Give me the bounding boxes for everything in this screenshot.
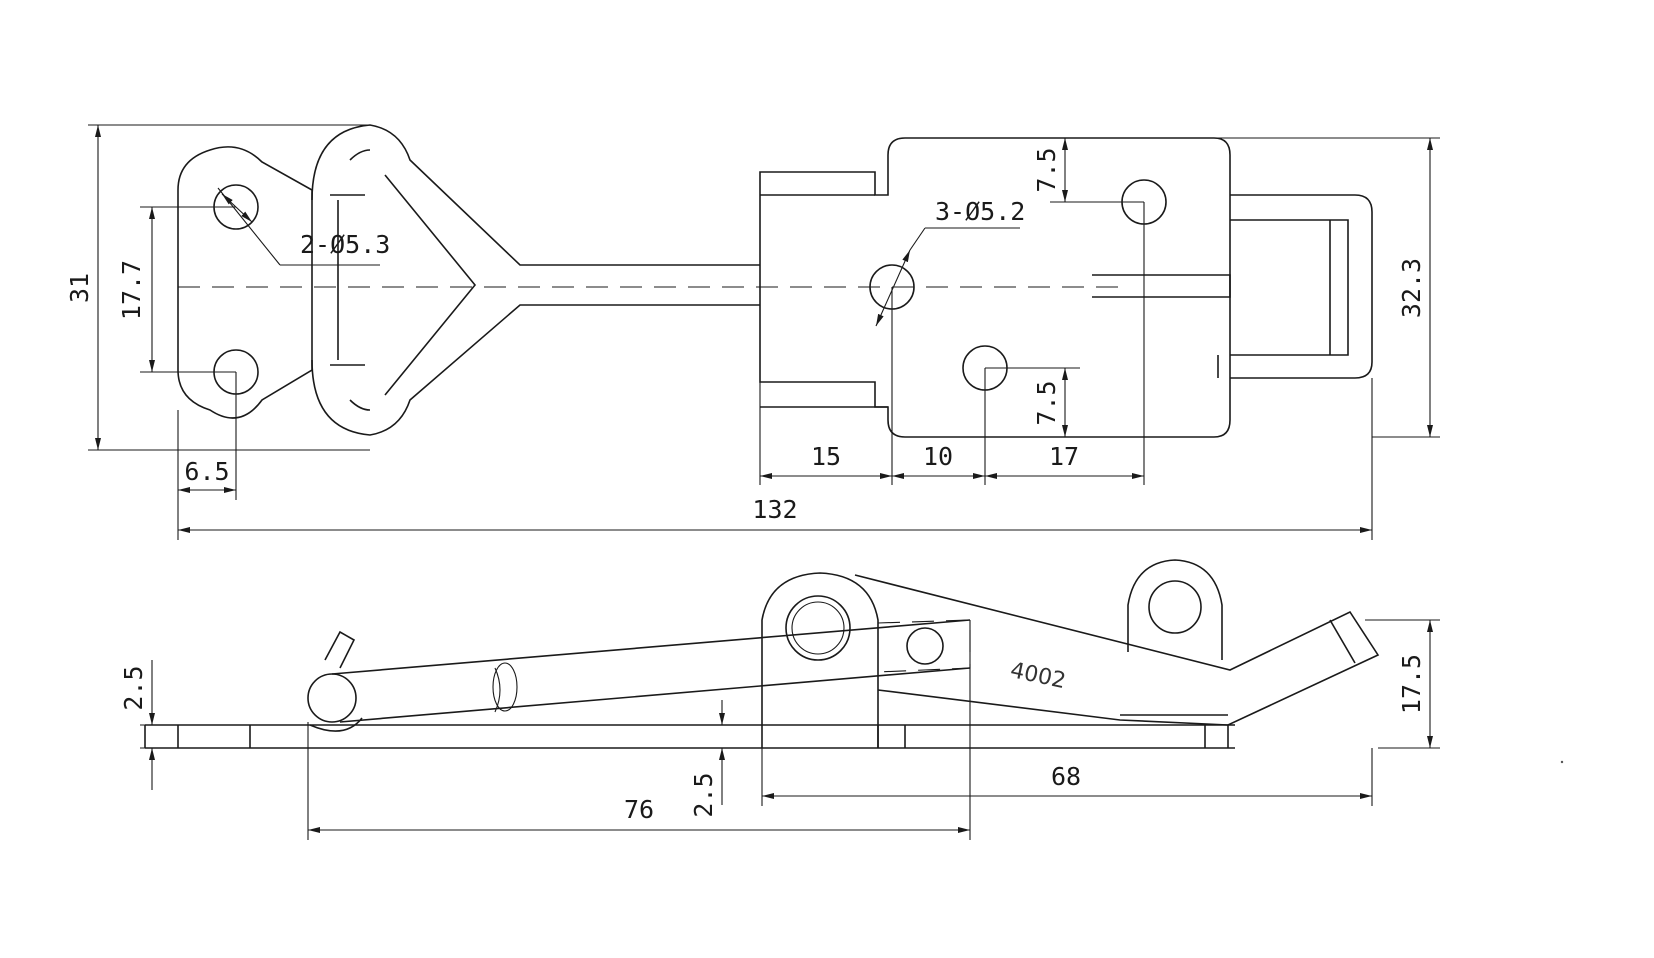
dim-2-5-left: 2.5 [119,660,178,790]
left-plate [177,124,760,436]
dim-32-3-label: 32.3 [1397,258,1426,318]
dim-3-d5-2: 3-Ø5.2 [875,197,1025,327]
dim-2-5-mid-label: 2.5 [689,772,718,817]
pivot-bracket [761,572,971,748]
dim-31-label: 31 [65,273,94,303]
dim-2-5-left-label: 2.5 [119,665,148,710]
dim-15-10-17: 15 10 17 [759,202,1145,485]
dim-76-label: 76 [624,795,654,824]
dim-76: 76 [307,620,971,840]
dim-2-d5-3: 2-Ø5.3 [217,187,390,266]
right-body [759,137,1373,438]
part-mark: 4002 [1008,658,1068,694]
dim-6-5: 6.5 [177,372,237,500]
dim-15-label: 15 [811,442,841,471]
dim-17-5: 17.5 [1365,619,1440,749]
stray-dot [1560,760,1564,764]
dim-3-d5-2-label: 3-Ø5.2 [935,197,1025,226]
base-plate [144,724,1235,749]
dim-32-3: 32.3 [1230,137,1440,438]
dim-17-label: 17 [1049,442,1079,471]
dim-6-5-label: 6.5 [184,457,229,486]
lever-arm [307,619,971,732]
dim-2-d5-3-label: 2-Ø5.3 [300,230,390,259]
dim-68: 68 [761,748,1373,806]
dim-7-5-lower-label: 7.5 [1032,380,1061,425]
dim-7-5-upper-label: 7.5 [1032,147,1061,192]
dim-31: 31 [65,124,370,451]
dim-132-label: 132 [752,495,797,524]
dim-17-5-label: 17.5 [1397,654,1426,714]
dim-17-7: 17.7 [117,206,236,373]
dim-132: 132 [177,378,1373,540]
dim-68-label: 68 [1051,762,1081,791]
dim-2-5-mid: 2.5 [689,700,762,818]
dim-10-label: 10 [923,442,953,471]
dim-17-7-label: 17.7 [117,260,146,320]
top-view: 31 17.7 2-Ø5.3 6.5 3-Ø5.2 [65,124,1440,540]
latch-lever: 4002 [854,559,1380,726]
side-view: 4002 2.5 2.5 17.5 [119,559,1440,840]
dim-7-5-lower: 7.5 [985,367,1080,438]
dim-7-5-upper: 7.5 [1032,137,1230,203]
